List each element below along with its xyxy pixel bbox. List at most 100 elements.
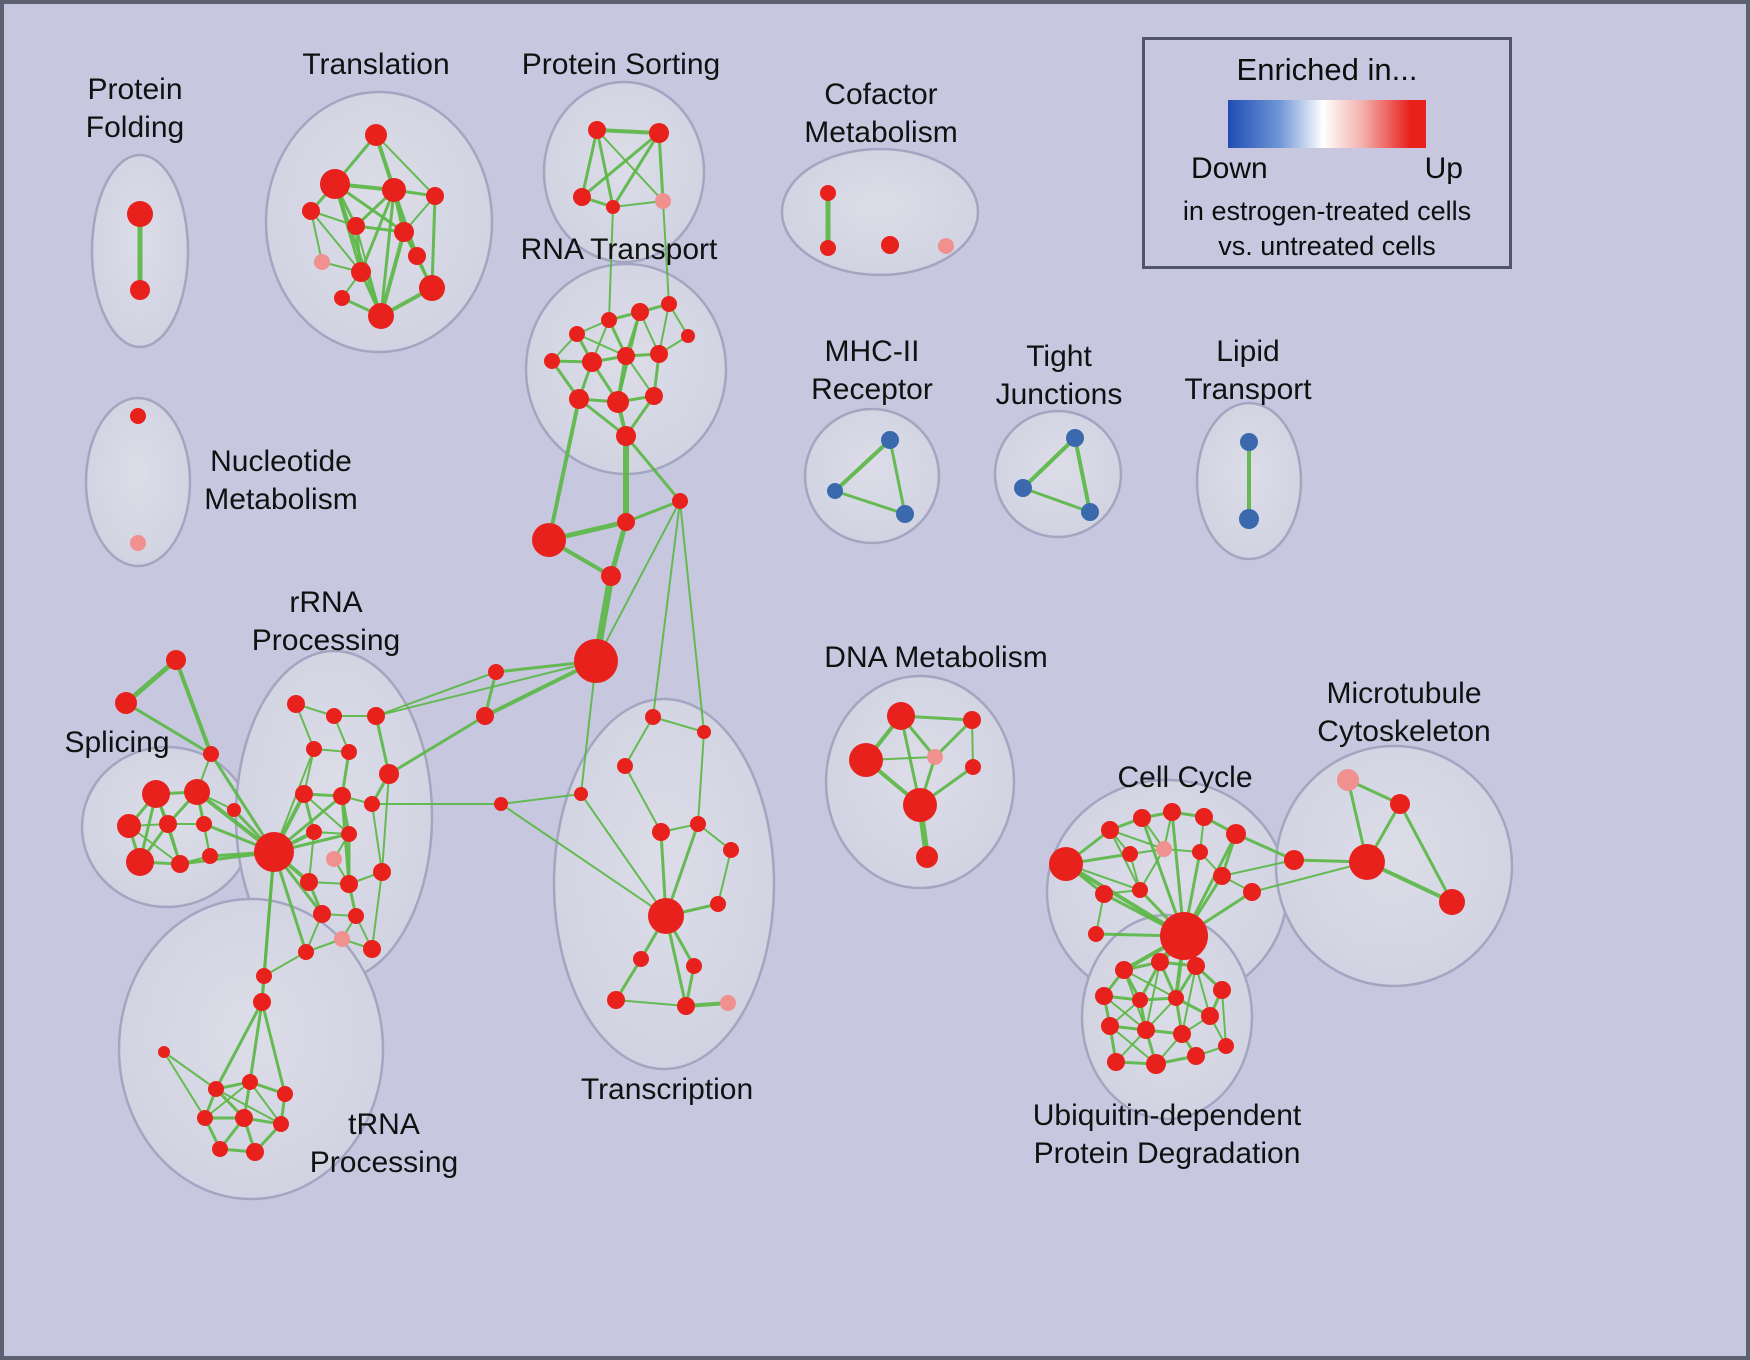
network-node <box>650 345 668 363</box>
network-node <box>1014 479 1032 497</box>
network-node <box>341 744 357 760</box>
network-node <box>158 1046 170 1058</box>
network-edge <box>1073 436 1092 514</box>
network-node <box>1349 844 1385 880</box>
network-node <box>494 797 508 811</box>
network-node <box>606 200 620 214</box>
network-node <box>1160 912 1208 960</box>
cluster-label-trna-processing: Processing <box>310 1146 458 1179</box>
network-node <box>645 709 661 725</box>
network-node <box>203 746 219 762</box>
legend: Enriched in... Down Up in estrogen-treat… <box>1142 37 1512 269</box>
network-node <box>681 329 695 343</box>
network-node <box>365 124 387 146</box>
network-node <box>1137 1021 1155 1039</box>
network-node <box>887 702 915 730</box>
network-node <box>569 326 585 342</box>
network-node <box>273 1116 289 1132</box>
network-node <box>300 873 318 891</box>
legend-up-label: Up <box>1424 152 1463 185</box>
network-edge <box>657 131 665 203</box>
network-node <box>394 222 414 242</box>
network-node <box>532 523 566 557</box>
cluster-label-translation: Translation <box>302 48 449 81</box>
network-node <box>341 826 357 842</box>
network-node <box>1132 882 1148 898</box>
network-node <box>373 863 391 881</box>
network-edge <box>174 658 213 756</box>
cluster-label-cofactor-metabolism: Cofactor <box>824 78 937 111</box>
network-node <box>1240 433 1258 451</box>
network-node <box>246 1143 264 1161</box>
network-node <box>1201 1007 1219 1025</box>
network-node <box>1095 987 1113 1005</box>
network-node <box>1151 953 1169 971</box>
cluster-label-lipid-transport: Lipid <box>1216 335 1279 368</box>
cluster-ellipse-dna-metabolism <box>824 674 1016 890</box>
network-edge <box>500 793 582 805</box>
network-node <box>202 848 218 864</box>
cluster-label-ubiquitin-degradation: Ubiquitin-dependent <box>1033 1099 1302 1132</box>
network-node <box>927 749 943 765</box>
network-edge <box>717 849 732 905</box>
network-node <box>334 290 350 306</box>
network-node <box>574 639 618 683</box>
cluster-label-mhc-ii-receptor: MHC-II <box>825 335 920 368</box>
network-edge <box>624 499 682 524</box>
cluster-label-ubiquitin-degradation: Protein Degradation <box>1034 1137 1301 1170</box>
network-node <box>127 201 153 227</box>
network-node <box>212 1141 228 1157</box>
network-node <box>277 1086 293 1102</box>
network-node <box>1088 926 1104 942</box>
cluster-label-mhc-ii-receptor: Receptor <box>811 373 933 406</box>
network-node <box>617 347 635 365</box>
cluster-ellipse-cofactor-metabolism <box>780 147 980 277</box>
network-node <box>1122 846 1138 862</box>
network-node <box>1146 1054 1166 1074</box>
network-node <box>1101 821 1119 839</box>
network-edge <box>375 671 497 717</box>
cluster-label-trna-processing: tRNA <box>348 1108 420 1141</box>
cluster-ellipse-microtubule-cytoskeleton <box>1274 744 1514 988</box>
network-node <box>367 707 385 725</box>
network-edge <box>1109 829 1165 850</box>
network-node <box>1226 824 1246 844</box>
cluster-label-microtubule-cytoskeleton: Microtubule <box>1326 677 1481 710</box>
network-node <box>710 896 726 912</box>
network-edge <box>596 129 664 202</box>
cluster-ellipse-mhc-ii-receptor <box>803 407 941 545</box>
network-edge <box>381 773 390 873</box>
network-node <box>827 483 843 499</box>
network-edge <box>595 500 681 662</box>
network-node <box>419 275 445 301</box>
network-node <box>690 816 706 832</box>
cluster-label-tight-junctions: Tight <box>1026 340 1092 373</box>
network-node <box>849 743 883 777</box>
network-node <box>631 303 649 321</box>
network-node <box>916 846 938 868</box>
network-node <box>184 779 210 805</box>
network-node <box>617 513 635 531</box>
network-node <box>408 247 426 265</box>
network-node <box>633 951 649 967</box>
network-node <box>351 262 371 282</box>
network-edge <box>1021 436 1077 490</box>
network-node <box>573 188 591 206</box>
cluster-label-protein-folding: Protein <box>87 73 182 106</box>
legend-down-label: Down <box>1191 152 1268 185</box>
network-node <box>723 842 739 858</box>
network-edge <box>204 1081 251 1119</box>
network-node <box>242 1074 258 1090</box>
cluster-label-cofactor-metabolism: Metabolism <box>804 116 957 149</box>
network-node <box>347 217 365 235</box>
network-edge <box>375 134 436 197</box>
network-node <box>1187 957 1205 975</box>
network-node <box>126 848 154 876</box>
network-node <box>306 741 322 757</box>
network-node <box>686 958 702 974</box>
network-node <box>295 785 313 803</box>
network-edge <box>124 701 213 756</box>
cluster-label-splicing: Splicing <box>64 726 169 759</box>
network-node <box>235 1109 253 1127</box>
